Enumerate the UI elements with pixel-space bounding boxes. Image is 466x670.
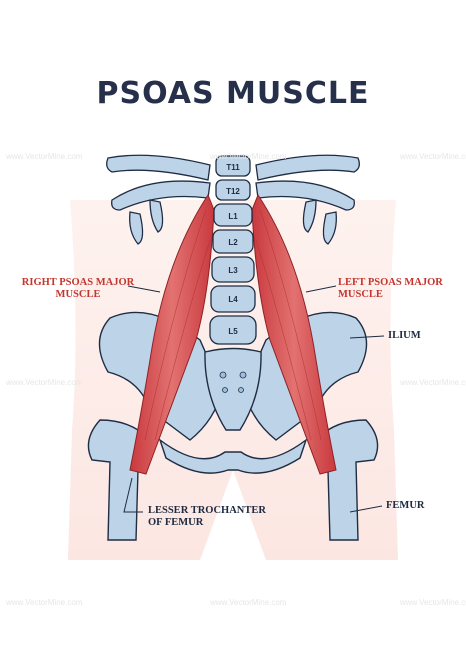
left-psoas-major	[251, 193, 337, 475]
watermark-text: www.VectorMine.com	[6, 378, 83, 387]
label-lesser-trochanter-line2: OF FEMUR	[148, 517, 204, 528]
label-lesser-trochanter: LESSER TROCHANTER OF FEMUR	[148, 505, 266, 529]
watermark-text: www.VectorMine.com	[6, 152, 83, 161]
rib-cage-right	[106, 154, 211, 245]
watermark-text: www.VectorMine.com	[210, 152, 287, 161]
label-right-psoas-major: RIGHT PSOAS MAJOR MUSCLE	[14, 277, 142, 301]
vertebra-label-l4: L4	[228, 295, 238, 304]
psoas-muscles	[129, 193, 337, 475]
label-ilium: ILIUM	[388, 330, 421, 341]
vertebra-label-t11: T11	[226, 163, 240, 172]
sacral-foramina	[219, 371, 247, 393]
label-right-psoas-line2: MUSCLE	[55, 289, 101, 300]
vertebra-label-l2: L2	[228, 238, 238, 247]
label-left-psoas-line1: LEFT PSOAS MAJOR	[338, 277, 443, 288]
vertebra-label-l1: L1	[228, 212, 238, 221]
label-lesser-trochanter-line1: LESSER TROCHANTER	[148, 505, 266, 516]
vertebra-label-t12: T12	[226, 187, 240, 196]
label-left-psoas-line2: MUSCLE	[338, 289, 383, 300]
label-right-psoas-line1: RIGHT PSOAS MAJOR	[21, 277, 135, 288]
vertebra-label-l5: L5	[228, 327, 238, 336]
vertebra-labels: T11 T12 L1 L2 L3 L4 L5	[226, 163, 240, 336]
rib-cage-left	[255, 154, 360, 245]
pubic-symphysis	[158, 438, 308, 474]
watermark-text: www.VectorMine.com	[6, 598, 83, 607]
right-psoas-major	[129, 193, 215, 475]
muscle-fibers	[144, 209, 322, 441]
vertebral-column	[209, 155, 257, 345]
watermark-text: www.VectorMine.com	[210, 598, 287, 607]
label-femur: FEMUR	[386, 500, 425, 511]
vertebra-label-l3: L3	[228, 266, 238, 275]
watermark-text: www.VectorMine.com	[400, 152, 466, 161]
watermark-text: www.VectorMine.com	[400, 598, 466, 607]
leader-lines	[123, 285, 385, 513]
label-left-psoas-major: LEFT PSOAS MAJOR MUSCLE	[338, 277, 458, 301]
watermark-text: www.VectorMine.com	[400, 378, 466, 387]
sacrum	[204, 347, 262, 431]
page-title: PSOAS MUSCLE	[96, 76, 370, 111]
